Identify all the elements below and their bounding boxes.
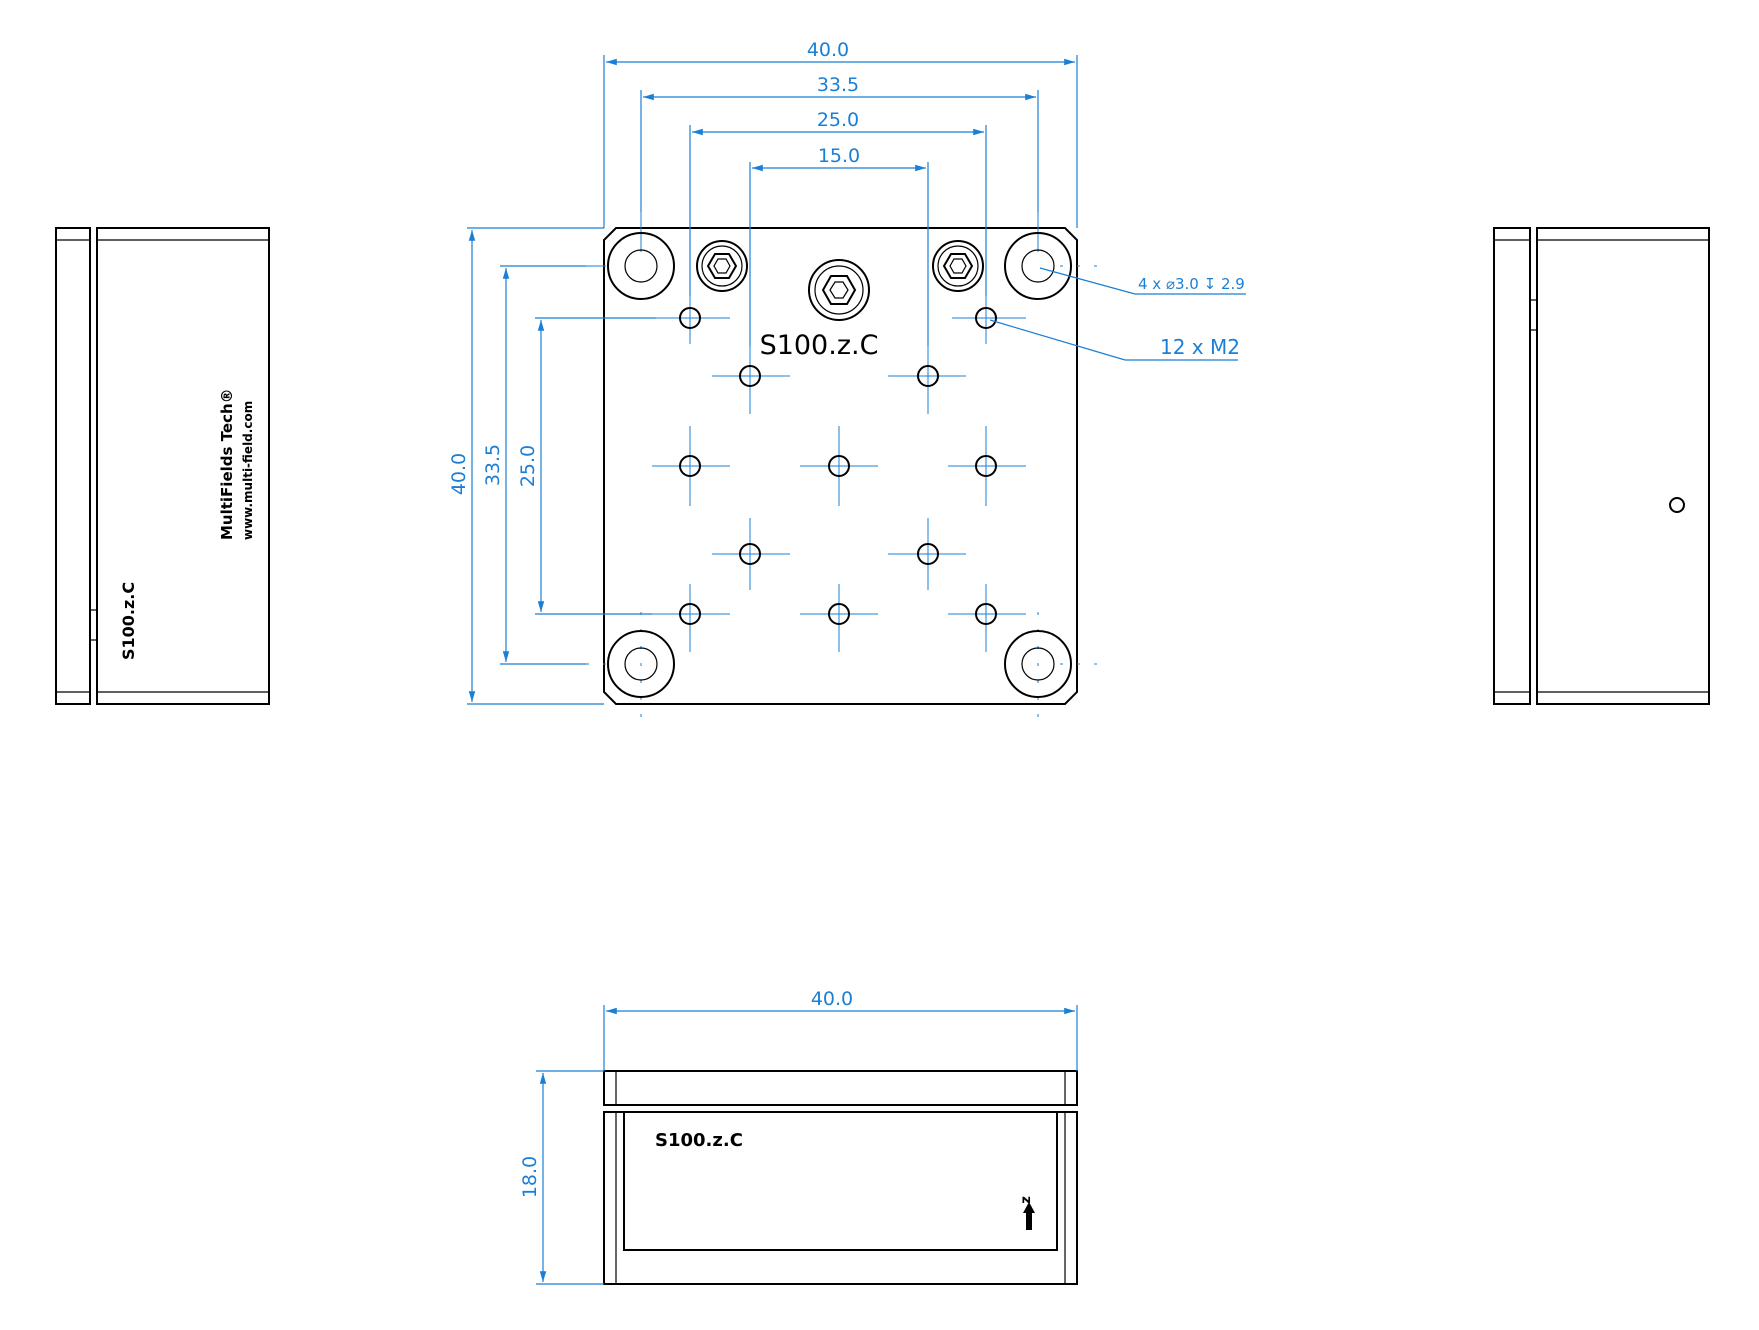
centerlines [586,212,1098,728]
top-view-model-label: S100.z.C [760,330,879,361]
website-text: www.multi-field.com [241,401,255,540]
dim-width-25: 25.0 [817,109,859,131]
vertical-dimensions: 40.0 33.5 25.0 [448,227,656,705]
dim-height-33-5: 33.5 [482,444,504,486]
left-view-model-label: S100.z.C [119,582,138,660]
left-view-body [96,227,270,705]
dim-width-33-5: 33.5 [817,74,859,96]
dim-front-height-18: 18.0 [519,1156,541,1198]
right-view-top-plate [1493,227,1531,705]
brand-text: MultiFields Tech® [218,388,236,540]
right-side-view [1493,227,1710,705]
front-view-recess [623,1111,1058,1251]
mounting-holes [607,232,1072,698]
dim-height-40: 40.0 [448,453,470,495]
right-view-screw [1669,497,1685,513]
right-view-body [1536,227,1710,705]
mount-hole-callout: 4 x ⌀3.0 ↧ 2.9 [1138,275,1245,293]
front-view-top-plate [603,1070,1078,1106]
dim-height-25: 25.0 [517,445,539,487]
z-axis-label: z [1019,1196,1034,1204]
left-view-top-plate [55,227,91,705]
front-view-model-label: S100.z.C [655,1130,743,1151]
left-side-view: MultiFields Tech® www.multi-field.com S1… [55,227,270,705]
dim-width-40: 40.0 [807,39,849,61]
callouts: 4 x ⌀3.0 ↧ 2.9 12 x M2 [989,267,1246,361]
tapped-hole-callout: 12 x M2 [1160,335,1240,359]
horizontal-dimensions: 40.0 33.5 25.0 15.0 [603,39,1078,346]
dim-front-width-40: 40.0 [811,988,853,1010]
front-view: S100.z.C z 40.0 18.0 [519,988,1078,1285]
top-view: S100.z.C 40.0 33.5 25.0 15.0 40.0 [448,39,1246,728]
plate-outline [603,227,1078,705]
dim-width-15: 15.0 [818,145,860,167]
tapped-holes [679,307,997,625]
z-arrow-icon [1023,1202,1035,1230]
socket-screws [696,240,984,321]
